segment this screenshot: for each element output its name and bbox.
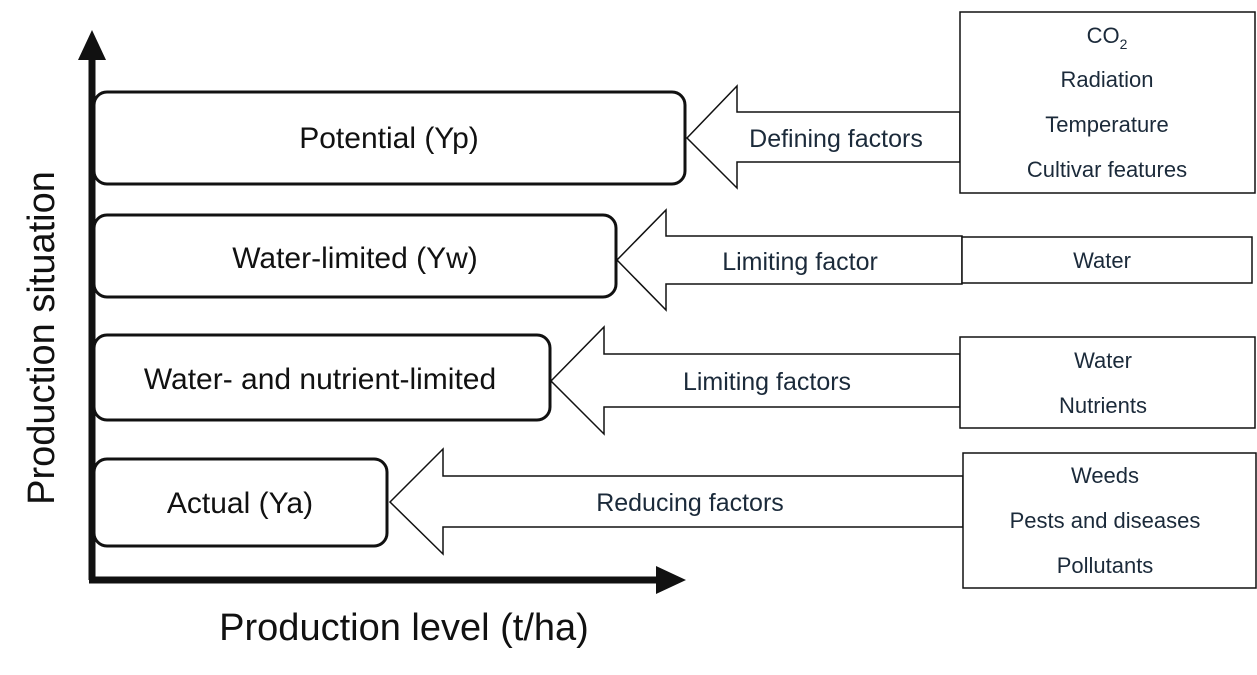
x-axis-arrowhead [656,566,686,594]
y-axis-label: Production situation [21,171,63,505]
factor-box [962,452,1257,589]
level-box [92,457,389,548]
level-title: Actual (Ya) [167,487,313,520]
factor-item: Nutrients [1059,393,1147,418]
factor-box [961,236,1253,284]
factor-item: Weeds [1071,463,1139,488]
level-actual: Actual (Ya) Reducing factors Weeds Pests… [92,447,1257,589]
factor-item: Pollutants [1057,553,1154,578]
level-title: Water-limited (Yw) [232,242,478,275]
level-water-nutrient-limited: Water- and nutrient-limited Limiting fac… [92,325,1256,436]
factor-label: Limiting factors [683,368,851,396]
factor-box [959,336,1256,429]
level-potential: Potential (Yp) Defining factors CO2 Radi… [92,11,1256,194]
y-axis-arrowhead [78,30,106,60]
factor-item: Cultivar features [1027,157,1187,182]
level-box [92,333,552,422]
factor-item: Radiation [1061,67,1154,92]
level-box [92,90,687,186]
factor-box [959,11,1256,194]
factor-item: Water [1074,348,1132,373]
factor-item: Water [1073,248,1131,273]
factor-label: Reducing factors [596,489,784,517]
factor-co2: CO2 [1087,23,1128,52]
axes: Production situation Production level (t… [21,30,686,649]
level-title: Water- and nutrient-limited [144,363,496,396]
factor-item: Pests and diseases [1010,508,1201,533]
x-axis-label: Production level (t/ha) [219,607,589,649]
factor-item: Temperature [1045,112,1169,137]
factor-label: Limiting factor [722,248,878,276]
level-title: Potential (Yp) [299,122,479,155]
level-box [92,213,618,299]
level-water-limited: Water-limited (Yw) Limiting factor Water [92,208,1253,312]
factor-label: Defining factors [749,125,923,153]
